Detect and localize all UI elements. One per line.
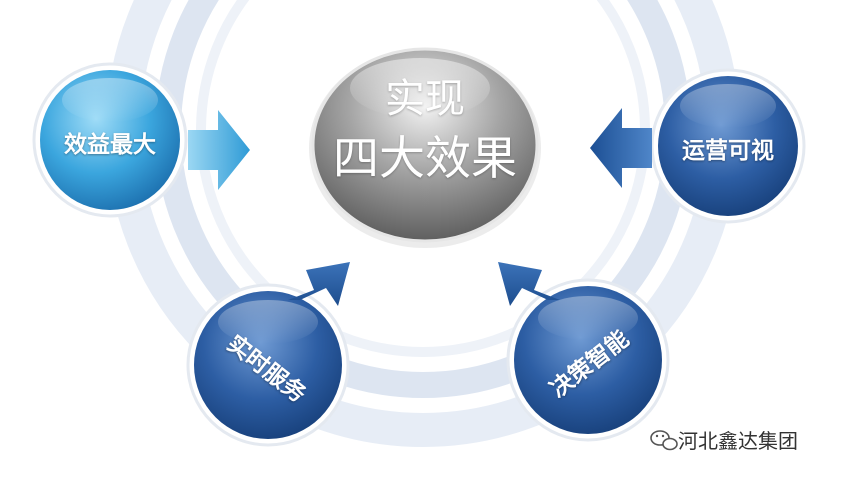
- arrow-up-left-icon: [498, 262, 560, 306]
- center-sphere: [309, 47, 541, 248]
- node-decision: [506, 278, 670, 442]
- node-label-efficiency: 效益最大: [64, 132, 156, 158]
- wechat-icon: [650, 430, 678, 451]
- node-efficiency: [32, 62, 188, 218]
- arrow-right-icon: [188, 110, 250, 190]
- center-title-line2: 四大效果: [333, 131, 517, 185]
- node-label-visibility: 运营可视: [682, 138, 774, 164]
- watermark-text: 河北鑫达集团: [678, 428, 798, 453]
- node-realtime: [186, 283, 350, 447]
- watermark: 河北鑫达集团: [650, 424, 798, 454]
- arrow-left-icon: [590, 108, 652, 188]
- arrow-up-right-icon: [288, 262, 350, 306]
- center-title-line1: 实现: [385, 76, 465, 122]
